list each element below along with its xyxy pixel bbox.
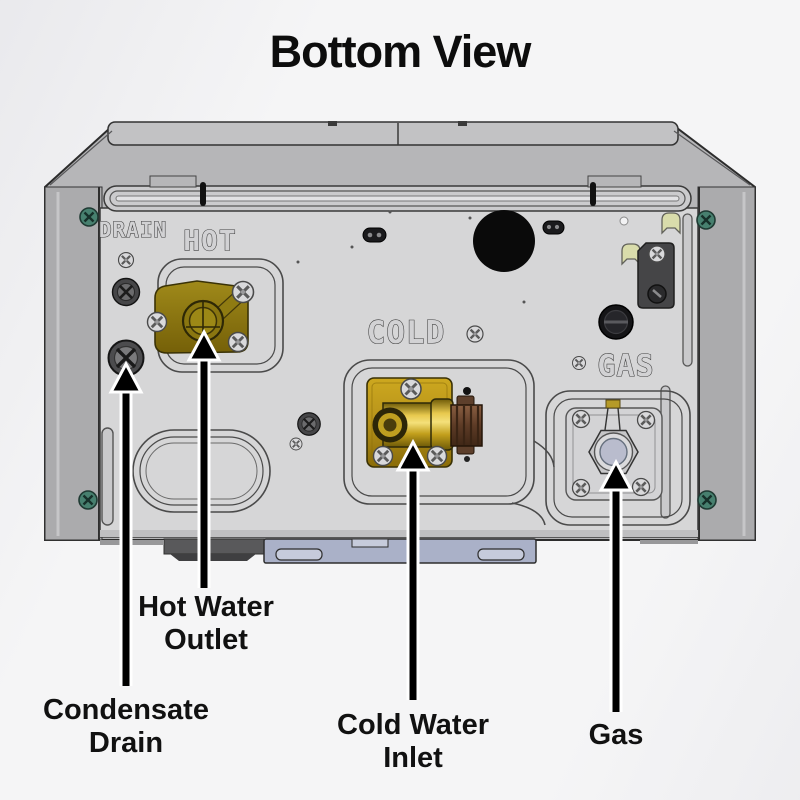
screw-icon [146, 311, 168, 333]
arrow-up-icon [598, 458, 634, 492]
condensate-drain-fitting [107, 339, 145, 377]
label-gas: Gas [589, 719, 644, 751]
green-screw-icon [695, 209, 717, 231]
bracket-bar [263, 538, 537, 564]
page-title: Bottom View [270, 26, 533, 77]
screw-icon [399, 377, 423, 401]
arrow-up-icon [395, 438, 431, 472]
green-screw-icon [78, 206, 100, 228]
mounting-tag [637, 242, 675, 309]
callout-gas: Gas [589, 458, 644, 751]
panel-label-drain: DRAIN [99, 218, 167, 242]
left-side-panel [44, 186, 103, 541]
panel-bottom-edge [100, 530, 698, 537]
hinge-pin-icon [590, 182, 596, 206]
callout-hot-water-outlet: Hot Water Outlet [138, 328, 274, 656]
exhaust-hole [473, 210, 535, 272]
left-slot [101, 427, 114, 526]
clip-icon [661, 212, 681, 235]
vent-slot-icon [362, 227, 387, 243]
screw-icon [571, 355, 587, 371]
vent-slot-icon [542, 220, 565, 235]
green-screw-icon [696, 489, 718, 511]
panel-label-cold: COLD [367, 315, 446, 351]
callouts: Condensate Drain Hot Water Outlet Cold W… [43, 328, 644, 774]
gas-knob-icon [598, 304, 634, 340]
drain-cap-icon [296, 411, 322, 437]
drain-cap-bronze [450, 387, 483, 462]
mounting-bracket [100, 538, 698, 564]
label-condensate-drain-1: Condensate [43, 694, 209, 726]
hinge-tabs [149, 175, 642, 206]
arrow-up-icon [186, 328, 222, 362]
label-condensate-drain-2: Drain [89, 727, 163, 759]
screw-icon [465, 324, 485, 344]
screw-icon [372, 445, 394, 467]
gas-port [599, 437, 628, 467]
drain-cap-icon [111, 277, 141, 307]
screw-icon [571, 409, 591, 429]
label-cold-water-inlet-2: Inlet [383, 742, 443, 774]
hot-water-fitting [146, 258, 284, 373]
screw-icon [647, 244, 667, 264]
panel-label-gas: GAS [597, 349, 654, 384]
gas-fitting [545, 390, 691, 526]
screw-icon [230, 279, 256, 305]
top-cover [49, 121, 751, 186]
top-groove [103, 185, 692, 212]
screw-icon [289, 437, 303, 451]
screw-icon [631, 477, 651, 497]
screw-icon [426, 445, 448, 467]
screw-icon [571, 478, 591, 498]
screw-icon [117, 251, 135, 269]
cold-water-fitting [343, 359, 555, 526]
pilot-hole [619, 216, 629, 226]
label-cold-water-inlet-1: Cold Water [337, 709, 489, 741]
water-heater-unit: DRAIN HOT COLD GAS [44, 121, 756, 564]
panel-label-hot: HOT [183, 224, 237, 257]
label-hot-water-outlet-2: Outlet [164, 624, 248, 656]
arrow-up-icon [108, 360, 144, 394]
right-slot [682, 213, 693, 367]
green-screw-icon [77, 489, 99, 511]
screw-icon [636, 410, 656, 430]
screw-icon [227, 331, 249, 353]
callout-condensate-drain: Condensate Drain [43, 360, 209, 759]
callout-cold-water-inlet: Cold Water Inlet [337, 438, 489, 774]
hinge-pin-icon [200, 182, 206, 206]
label-hot-water-outlet-1: Hot Water [138, 591, 274, 623]
right-side-panel [697, 186, 756, 541]
